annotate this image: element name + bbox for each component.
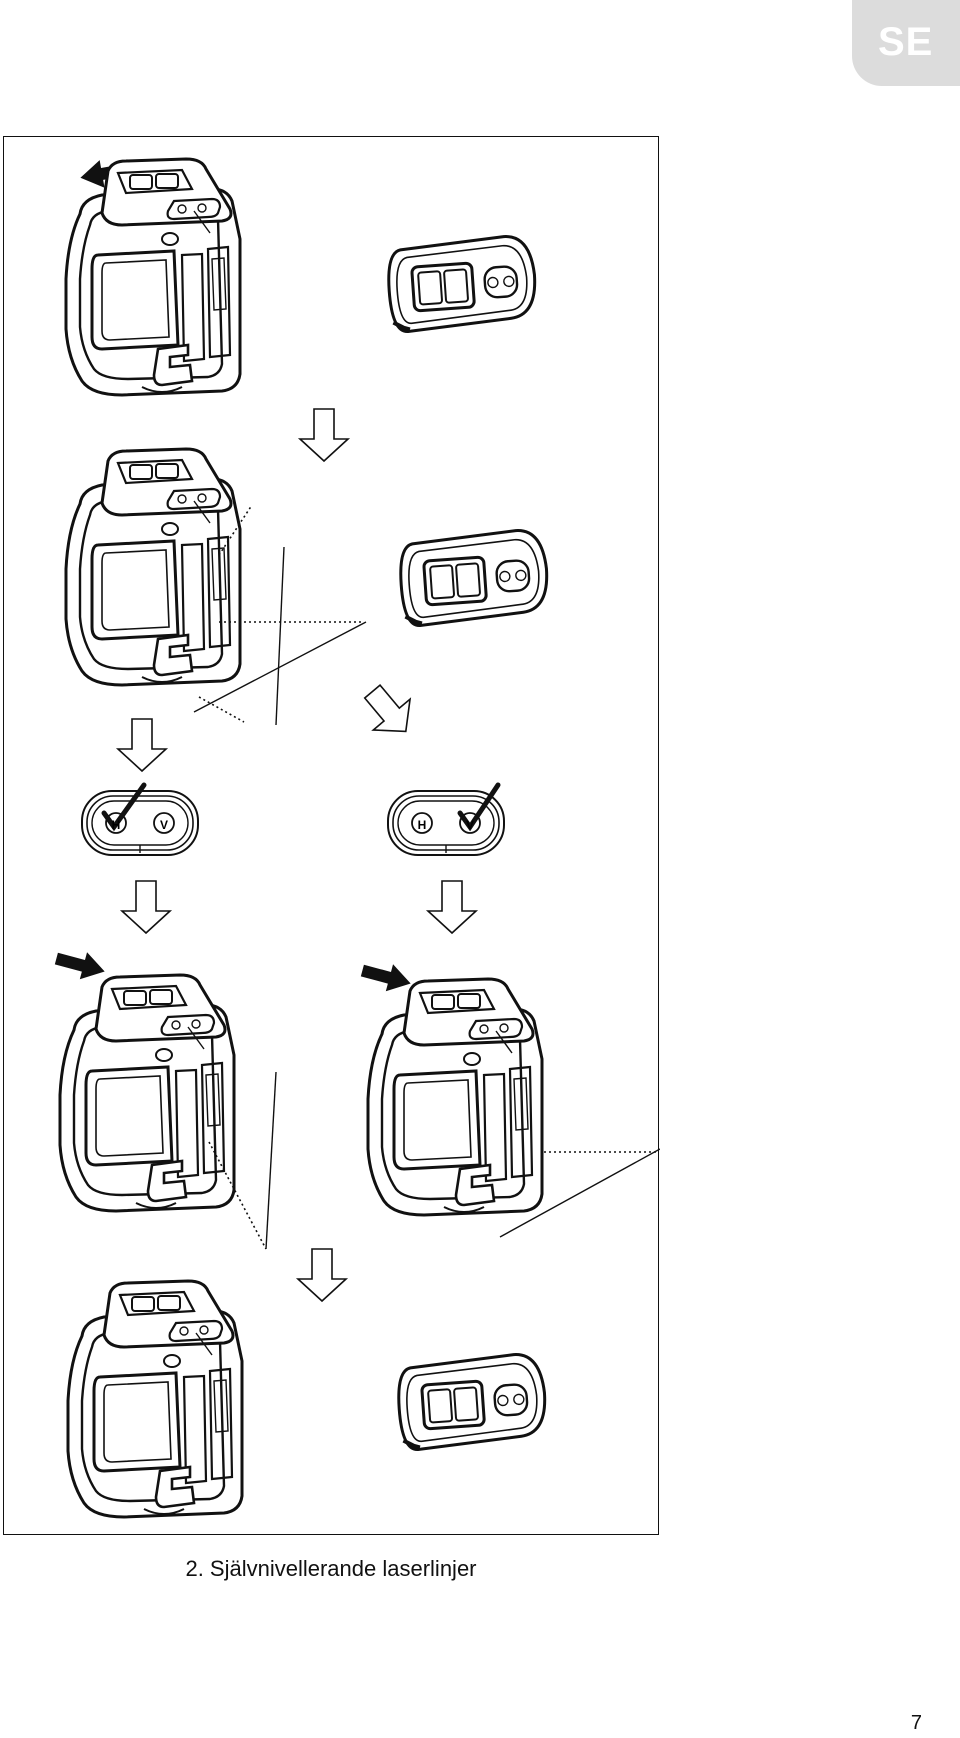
laser-level-device bbox=[366, 977, 544, 1217]
mode-v-label: V bbox=[160, 818, 168, 832]
projection-lines bbox=[193, 546, 367, 726]
language-tab: SE bbox=[852, 0, 960, 86]
instruction-figure: H V H V bbox=[3, 136, 660, 1535]
vertical-laser-line bbox=[208, 1071, 277, 1250]
push-arrow-icon bbox=[358, 957, 415, 997]
laser-level-device bbox=[64, 157, 242, 397]
laser-level-device bbox=[58, 973, 236, 1213]
laser-level-device bbox=[66, 1279, 244, 1519]
laser-level-device bbox=[64, 447, 242, 687]
figure-caption: 2. Självnivellerande laserlinjer bbox=[185, 1556, 477, 1581]
checkmark-icon bbox=[101, 782, 147, 832]
page-number: 7 bbox=[910, 1712, 922, 1734]
mode-h-label: H bbox=[418, 818, 427, 832]
step-arrow-icon bbox=[121, 880, 171, 934]
step-arrow-icon bbox=[297, 1248, 347, 1302]
control-panel-on bbox=[395, 526, 552, 629]
checkmark-icon bbox=[457, 782, 501, 832]
mode-v-label: V bbox=[466, 818, 474, 832]
control-panel-off bbox=[393, 1350, 550, 1453]
step-arrow-icon bbox=[427, 880, 477, 934]
push-arrow-icon bbox=[52, 945, 109, 985]
mode-h-label: H bbox=[112, 818, 121, 832]
language-tab-label: SE bbox=[878, 20, 934, 64]
step-arrow-icon bbox=[117, 718, 167, 772]
horizontal-laser-line bbox=[499, 1148, 660, 1238]
step-arrow-icon bbox=[299, 408, 349, 462]
step-arrow-icon bbox=[353, 675, 425, 748]
cross-laser-lines bbox=[198, 504, 364, 723]
control-panel-off bbox=[383, 232, 540, 335]
mode-button-horizontal bbox=[81, 790, 199, 856]
